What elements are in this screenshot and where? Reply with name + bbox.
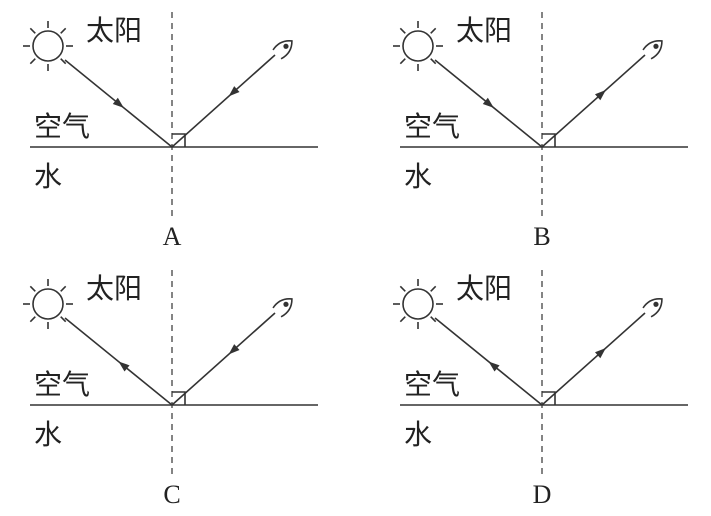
eye-ray-arrow bbox=[228, 86, 240, 97]
eye-ray bbox=[171, 54, 276, 148]
eye-ray-arrow bbox=[594, 347, 606, 359]
right-angle-mark bbox=[172, 391, 186, 405]
sun-label: 太阳 bbox=[86, 14, 142, 47]
eye-icon bbox=[642, 40, 663, 60]
option-label: A bbox=[163, 222, 182, 251]
air-label: 空气 bbox=[404, 368, 460, 401]
eye-icon bbox=[272, 40, 293, 60]
sun-label: 太阳 bbox=[456, 14, 512, 47]
sun-label: 太阳 bbox=[456, 272, 512, 305]
panel-b: 太阳 空气 水 B bbox=[393, 12, 688, 251]
water-label: 水 bbox=[34, 418, 62, 451]
sun-icon bbox=[23, 279, 73, 329]
panel-c: 太阳 空气 水 C bbox=[23, 270, 318, 509]
right-angle-mark bbox=[542, 391, 556, 405]
option-label: D bbox=[533, 480, 552, 509]
right-angle-mark bbox=[542, 133, 556, 147]
eye-ray-arrow bbox=[228, 344, 240, 355]
water-label: 水 bbox=[404, 418, 432, 451]
air-label: 空气 bbox=[34, 368, 90, 401]
air-label: 空气 bbox=[404, 110, 460, 143]
air-label: 空气 bbox=[34, 110, 90, 143]
sun-label: 太阳 bbox=[86, 272, 142, 305]
sun-ray-arrow bbox=[112, 97, 124, 108]
water-label: 水 bbox=[34, 160, 62, 193]
eye-ray bbox=[541, 312, 646, 406]
sun-ray-arrow bbox=[482, 97, 494, 108]
eye-icon bbox=[642, 298, 663, 318]
sun-icon bbox=[393, 21, 443, 71]
sun-ray-arrow bbox=[118, 361, 130, 372]
panel-a: 太阳 空气 水 A bbox=[23, 12, 318, 251]
eye-ray bbox=[541, 54, 646, 148]
eye-icon bbox=[272, 298, 293, 318]
eye-ray bbox=[171, 312, 276, 406]
right-angle-mark bbox=[172, 133, 186, 147]
panel-d: 太阳 空气 水 D bbox=[393, 270, 688, 509]
option-label: C bbox=[163, 480, 180, 509]
sun-ray-arrow bbox=[488, 361, 500, 372]
sun-icon bbox=[393, 279, 443, 329]
eye-ray-arrow bbox=[594, 89, 606, 101]
water-label: 水 bbox=[404, 160, 432, 193]
sun-icon bbox=[23, 21, 73, 71]
option-label: B bbox=[533, 222, 550, 251]
